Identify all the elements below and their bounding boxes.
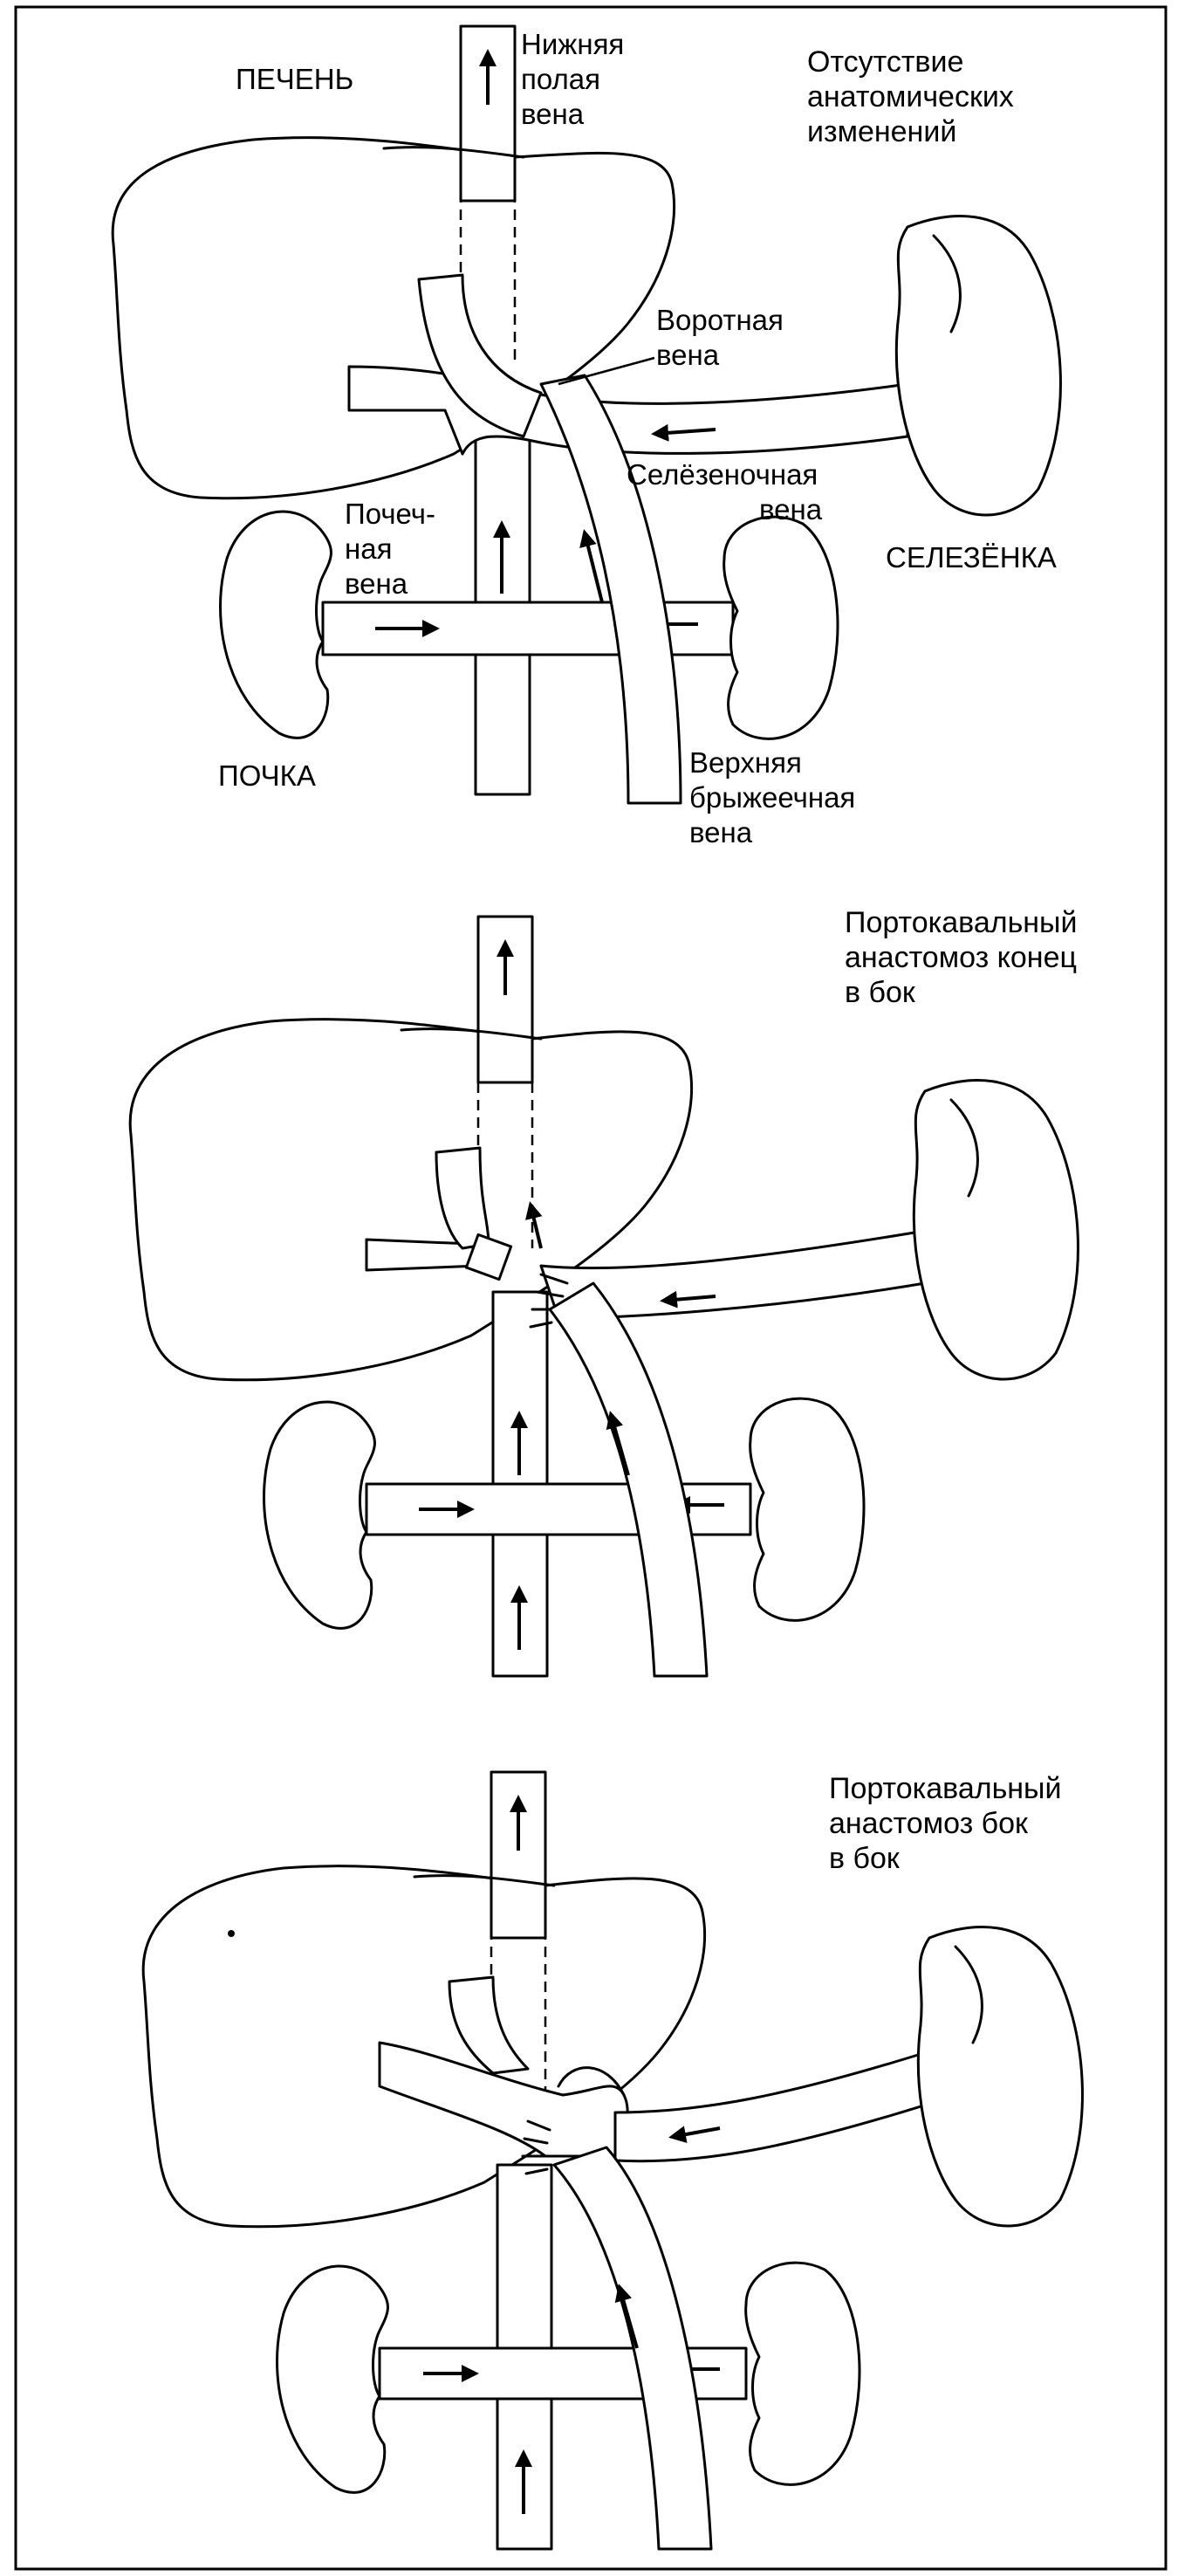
smv-flow-arrow [579,529,604,603]
liver-edge-line [413,1874,556,1887]
caption-panel1-2: анатомических [807,80,1014,113]
superior-mesenteric-vein [552,2146,713,2551]
panel-normal-anatomy [111,24,1062,805]
superior-mesenteric-vein [539,374,682,805]
right-kidney [744,2261,861,2486]
caption-panel2-3: в бок [845,976,916,1009]
splenic-vein [613,2050,931,2163]
spleen-hilum-line [932,234,962,333]
caption-panel1-3: изменений [807,115,956,148]
superior-mesenteric-vein [548,1281,709,1678]
spleen-hilum-line [954,1945,983,2044]
spleen-shape [912,1079,1079,1381]
label-ivc-3: вена [521,98,585,130]
portal-vein-branch [448,1975,530,2075]
panel-end-to-side-shunt [128,915,1079,1678]
label-ivc-2: полая [521,63,600,95]
left-kidney [219,510,332,739]
label-portal-1: Воротная [656,304,784,336]
right-kidney [749,1397,866,1622]
anastomosis-sutures [521,2119,551,2175]
label-splenic-1: Селёзеночная [627,458,818,491]
shunt-curve [557,2066,626,2097]
liver-edge-line [382,146,525,159]
panel-side-to-side-shunt [141,1770,1084,2551]
label-smv-3: вена [689,816,753,848]
liver-shape [128,1018,693,1382]
spleen-hilum-line [949,1098,979,1198]
label-splenic-2: вена [759,493,823,526]
ivc-junction-mask [499,2350,550,2397]
caption-panel3-2: анастомоз бок [829,1807,1029,1840]
label-portal-2: вена [656,339,720,371]
label-renal-3: вена [345,567,408,600]
caption-panel2-2: анастомоз конец [845,941,1077,974]
label-liver: ПЕЧЕНЬ [236,63,353,95]
splenic-flow-arrow [651,423,716,442]
label-smv-1: Верхняя [689,746,802,779]
caption-panel3-1: Портокавальный [829,1772,1062,1805]
portal-vein-branch [417,273,543,438]
splenic-flow-arrow [668,2126,721,2143]
smv-flow-arrow [614,2284,639,2349]
figure-frame [14,5,1168,2571]
label-renal-1: Почеч- [345,498,435,530]
spleen-shape [916,1926,1084,2228]
ivc-upper [476,915,534,1084]
liver-edge-line [400,1027,543,1041]
label-renal-2: ная [345,532,392,565]
liver-shape [111,136,675,500]
left-kidney [276,2264,389,2494]
smv-flow-arrow [606,1411,630,1476]
anastomosis-sutures [529,1273,569,1329]
portal-leader-line [558,356,655,386]
ivc-junction-mask [477,604,528,653]
shunt-flow-arrow [525,1201,543,1249]
liver-shape [141,1865,706,2229]
oversewn-stump [464,1233,513,1281]
spleen-shape [894,215,1062,517]
ink-dot [228,1930,235,1937]
left-kidney [263,1400,376,1630]
label-ivc-1: Нижняя [521,28,624,60]
splenic-flow-arrow [660,1290,716,1309]
label-kidney: ПОЧКА [218,759,316,792]
ivc-junction-mask [495,1486,545,1533]
caption-panel3-3: в бок [829,1842,901,1875]
caption-panel1-1: Отсутствие [807,45,963,79]
ivc-upper [490,1770,547,1940]
label-spleen: СЕЛЕЗЁНКА [886,541,1057,574]
right-kidney [723,515,839,740]
caption-panel2-1: Портокавальный [845,906,1078,939]
label-smv-2: брыжеечная [689,781,855,814]
